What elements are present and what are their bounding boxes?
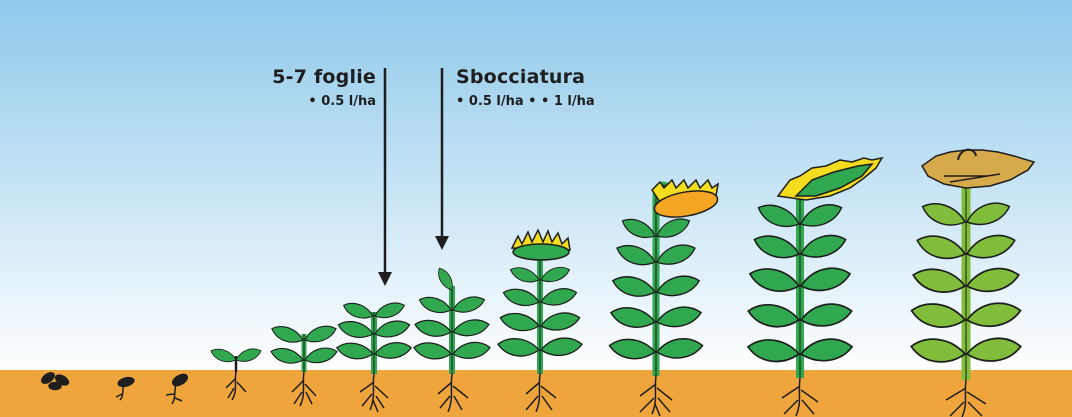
stage-label-5-7-foglie: 5-7 foglie • 0.5 l/ha	[272, 66, 376, 109]
stage-dose: • 0.5 l/ha • • 1 l/ha	[456, 94, 595, 109]
stage-label-sbocciatura: Sbocciatura • 0.5 l/ha • • 1 l/ha	[456, 66, 595, 109]
stage-title: Sbocciatura	[456, 66, 595, 88]
stage-dose: • 0.5 l/ha	[272, 94, 376, 109]
stage-title: 5-7 foglie	[272, 66, 376, 88]
sky-background	[0, 0, 1072, 372]
